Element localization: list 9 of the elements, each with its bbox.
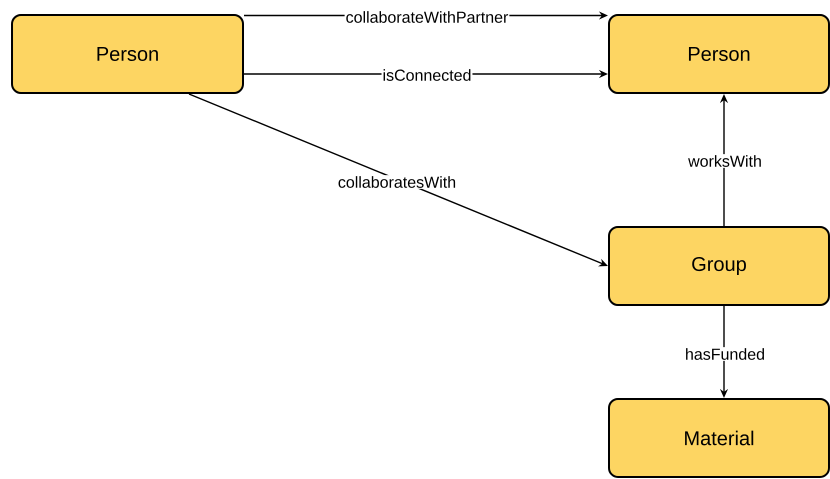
edge-label: collaborateWithPartner — [344, 10, 510, 24]
entity-box: Material — [608, 398, 830, 478]
edge-label: hasFunded — [684, 347, 766, 361]
edge-label: collaboratesWith — [336, 175, 458, 189]
entity-box: Group — [608, 226, 830, 306]
edge-label: worksWith — [687, 154, 763, 168]
edge-label: isConnected — [382, 68, 472, 82]
entity-box: Person — [11, 14, 244, 94]
entity-box: Person — [608, 14, 830, 94]
